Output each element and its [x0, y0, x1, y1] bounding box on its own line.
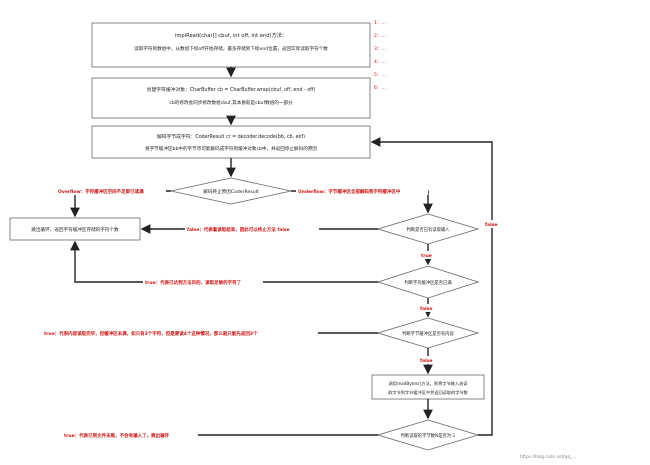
read-method-box: implRead(char[] cbuf, int off, int end)方…	[91, 22, 371, 68]
eof-check-text: 判断是否已有读取输入	[407, 226, 451, 233]
note-1: 1：...	[374, 20, 386, 26]
branch-labels: Overflow：字符缓冲区空间不足即已读满 Underflow：字节缓冲区全部…	[42, 187, 503, 439]
buffer-full-text: 判断字符缓冲区是否已满	[404, 279, 452, 286]
note-5: 5：...	[374, 72, 386, 78]
read-method-title: implRead(char[] cbuf, int off, int end)方…	[175, 31, 287, 39]
underflow-label: Underflow：字节缓冲区全部解码到字符缓冲区中	[298, 188, 401, 195]
create-buffer-desc: cb的修改会同步修改数组cbuf,其本质就是cbuf数组的一部分	[169, 99, 293, 106]
read-bytes-line2: 取字节到字节缓冲区中并返回读取的字节数	[388, 389, 468, 396]
note-4: 4：...	[374, 59, 386, 65]
read-method-desc: 读取字符到数组中，从数组下标off开始存储，最多存储到下标end位置，返回实际读…	[134, 45, 328, 52]
watermark: https://blog.csdn.net/qq_...	[520, 454, 576, 459]
false-3-label: false	[420, 358, 433, 364]
notes: 1：... 2：... 3：... 4：... 5：... 6：...	[374, 20, 386, 91]
note-6: 6：...	[374, 85, 386, 91]
exit-loop-box: 跳出循环，返回字符缓冲区存储的字符个数	[9, 217, 141, 241]
false-2-label: false	[420, 306, 433, 312]
byte-buffer-text: 判断字节缓冲区是否有内容	[402, 330, 454, 337]
read-bytes-line1: 调用readBytes()方法，则将字节输入流读	[389, 380, 468, 387]
create-buffer-title: 创建字符缓冲对象：CharBuffer cb = CharBuffer.wrap…	[147, 86, 316, 93]
bytes-read-decision: 判断读取的字节数N是否为-1	[376, 419, 480, 451]
exit-loop-text: 跳出循环，返回字符缓冲区存储的字符个数	[31, 226, 119, 233]
bytes-read-text: 判断读取的字节数N是否为-1	[401, 432, 456, 439]
true-1-label: true	[421, 253, 432, 259]
false-right-label: false	[485, 222, 498, 228]
overflow-label: Overflow：字符缓冲区空间不足即已读满	[58, 188, 144, 195]
decode-title: 解码字节成字符：CoderResult cr = decoder.decode(…	[157, 133, 305, 140]
true-eof-label: true：代表已到文件末尾，不会有输入了，跳出循环	[64, 432, 170, 439]
read-bytes-box: 调用readBytes()方法，则将字节输入流读 取字节到字节缓冲区中并返回读取…	[371, 374, 485, 400]
false-eof-label: false：代表着读取结束，因此可以终止方法 false	[187, 226, 290, 233]
decode-box: 解码字节成字符：CoderResult cr = decoder.decode(…	[91, 125, 371, 159]
note-2: 2：...	[374, 33, 386, 39]
stop-reason-decision: 解码终止原因CoderResult	[170, 177, 292, 205]
eof-check-decision: 判断是否已有读取输入	[376, 213, 480, 245]
stop-reason-text: 解码终止原因CoderResult	[203, 188, 259, 195]
true-byte-buffer-label: true：代表内容读取完毕，但缓冲区未满，如只有3个字符，但是要读4个这种情况，…	[44, 330, 258, 337]
true-buffer-full-label: true：代表已达到方法目的，读取足够的字符了	[145, 279, 242, 286]
buffer-full-decision: 判断字符缓冲区是否已满	[376, 265, 480, 299]
create-buffer-box: 创建字符缓冲对象：CharBuffer cb = CharBuffer.wrap…	[91, 77, 371, 119]
note-3: 3：...	[374, 46, 386, 52]
decode-desc: 将字节缓冲区bb中的字节尽可能解码成字符到缓冲对象cb中，并返回停止解码的原因	[145, 145, 317, 152]
byte-buffer-decision: 判断字节缓冲区是否有内容	[376, 317, 480, 349]
